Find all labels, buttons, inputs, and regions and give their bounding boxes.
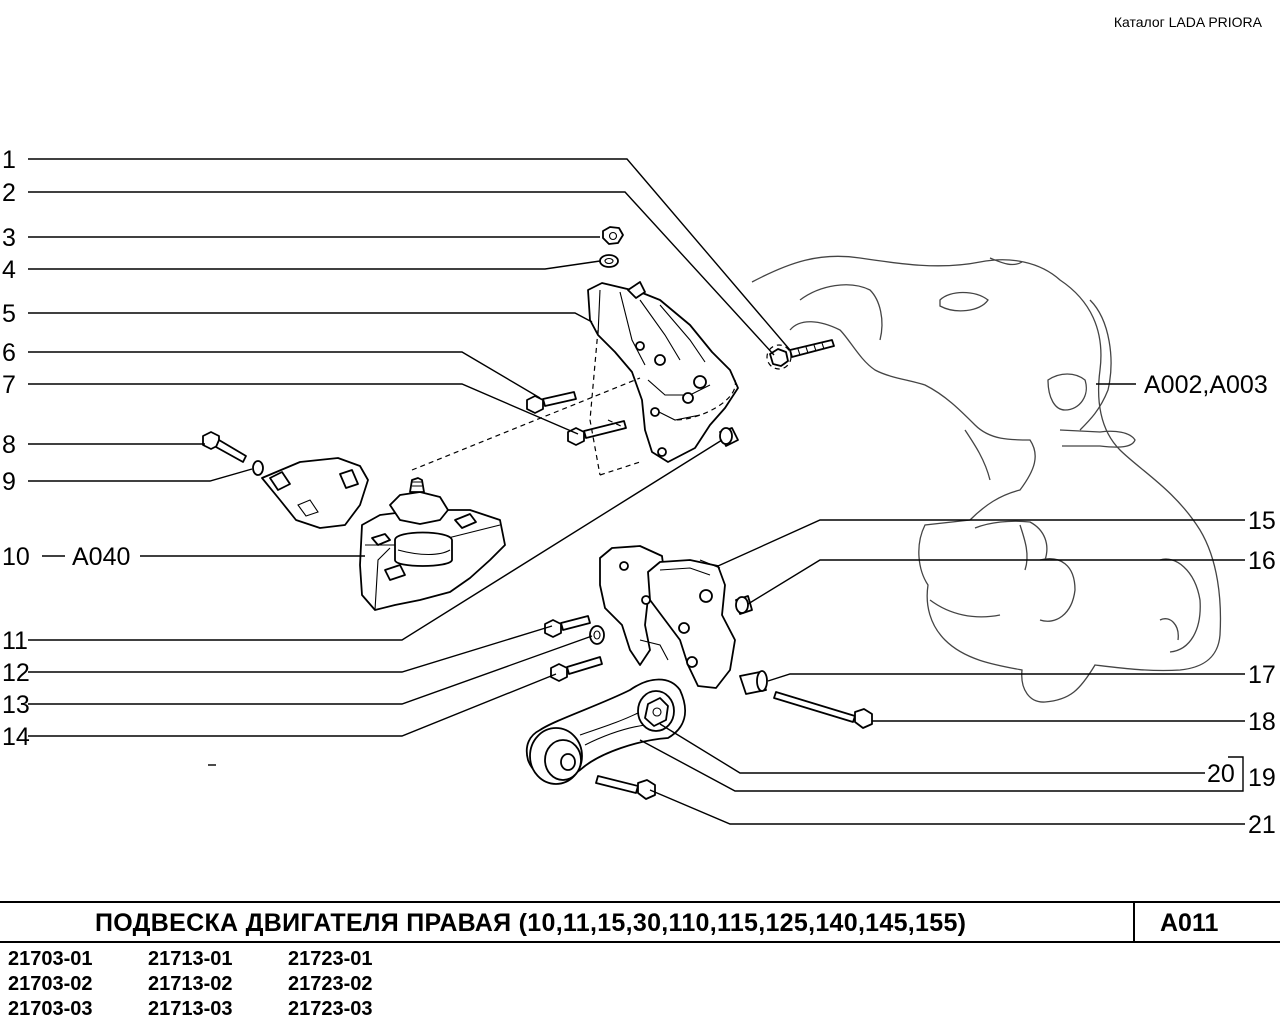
model-code: 21723-02 <box>288 973 373 995</box>
callout-13: 13 <box>2 691 30 719</box>
mount-part-10 <box>359 477 506 611</box>
upper-bracket <box>587 281 739 463</box>
bolt-part-21 <box>595 775 656 800</box>
section-code: A011 <box>1160 909 1219 937</box>
model-code: 21713-01 <box>148 948 233 970</box>
callout-16: 16 <box>1248 547 1276 575</box>
model-code: 21713-03 <box>148 998 233 1020</box>
nut-part-2 <box>766 344 792 370</box>
callout-2: 2 <box>2 179 16 207</box>
spacer-part-11 <box>719 427 739 447</box>
model-code: 21703-02 <box>8 973 93 995</box>
callout-4: 4 <box>2 256 16 284</box>
model-code: 21703-03 <box>8 998 93 1020</box>
washer-part-4 <box>599 254 619 268</box>
bolt-part-12 <box>544 615 591 638</box>
leader-lines <box>28 158 1245 825</box>
callout-19: 19 <box>1248 764 1276 792</box>
washer-part-13 <box>589 625 605 645</box>
callout-17: 17 <box>1248 661 1276 689</box>
bolt-part-7 <box>567 420 627 446</box>
model-code: 21723-01 <box>288 948 373 970</box>
callout-15: 15 <box>1248 507 1276 535</box>
bolt-part-6 <box>526 391 577 414</box>
title-divider <box>1133 903 1135 941</box>
page-title: ПОДВЕСКА ДВИГАТЕЛЯ ПРАВАЯ (10,11,15,30,1… <box>95 909 967 937</box>
bolt-part-8 <box>202 431 247 463</box>
catalog-title: Каталог LADA PRIORA <box>1113 14 1262 30</box>
model-code: 21713-02 <box>148 973 233 995</box>
model-code: 21703-01 <box>8 948 93 970</box>
callout-7: 7 <box>2 371 16 399</box>
washer-part-9 <box>252 460 264 476</box>
callout-14: 14 <box>2 723 30 751</box>
bolt-part-14 <box>550 656 603 682</box>
bolt-part-18 <box>773 691 873 729</box>
title-bar: ПОДВЕСКА ДВИГАТЕЛЯ ПРАВАЯ (10,11,15,30,1… <box>0 901 1280 943</box>
spacer-part-16 <box>735 595 753 615</box>
callout-12: 12 <box>2 659 30 687</box>
middle-bracket-part-15 <box>599 545 736 689</box>
reference-mount: A040 <box>72 543 130 571</box>
parts-diagram: 1 2 3 4 5 6 7 8 9 10 A040 11 12 13 14 15… <box>2 146 1276 839</box>
support-plate <box>261 457 369 529</box>
reference-engine: A002,A003 <box>1144 371 1268 399</box>
callout-10: 10 <box>2 543 30 571</box>
callout-1: 1 <box>2 146 16 174</box>
nut-part-3 <box>602 226 624 245</box>
torque-rod-part-19 <box>525 678 686 785</box>
callout-3: 3 <box>2 224 16 252</box>
model-code: 21723-03 <box>288 998 373 1020</box>
callout-numbers: 1 2 3 4 5 6 7 8 9 10 A040 11 12 13 14 15… <box>2 146 1276 839</box>
callout-6: 6 <box>2 339 16 367</box>
callout-21: 21 <box>1248 811 1276 839</box>
callout-9: 9 <box>2 468 16 496</box>
callout-18: 18 <box>1248 708 1276 736</box>
callout-11: 11 <box>2 627 28 655</box>
stud-part-1 <box>789 339 835 358</box>
model-list: 21703-01 21713-01 21723-01 21703-02 2171… <box>8 947 428 1022</box>
callout-5: 5 <box>2 300 16 328</box>
engine-outline <box>751 255 1222 703</box>
callout-20: 20 <box>1207 760 1235 788</box>
callout-8: 8 <box>2 431 16 459</box>
bushing-part-17 <box>739 670 768 695</box>
